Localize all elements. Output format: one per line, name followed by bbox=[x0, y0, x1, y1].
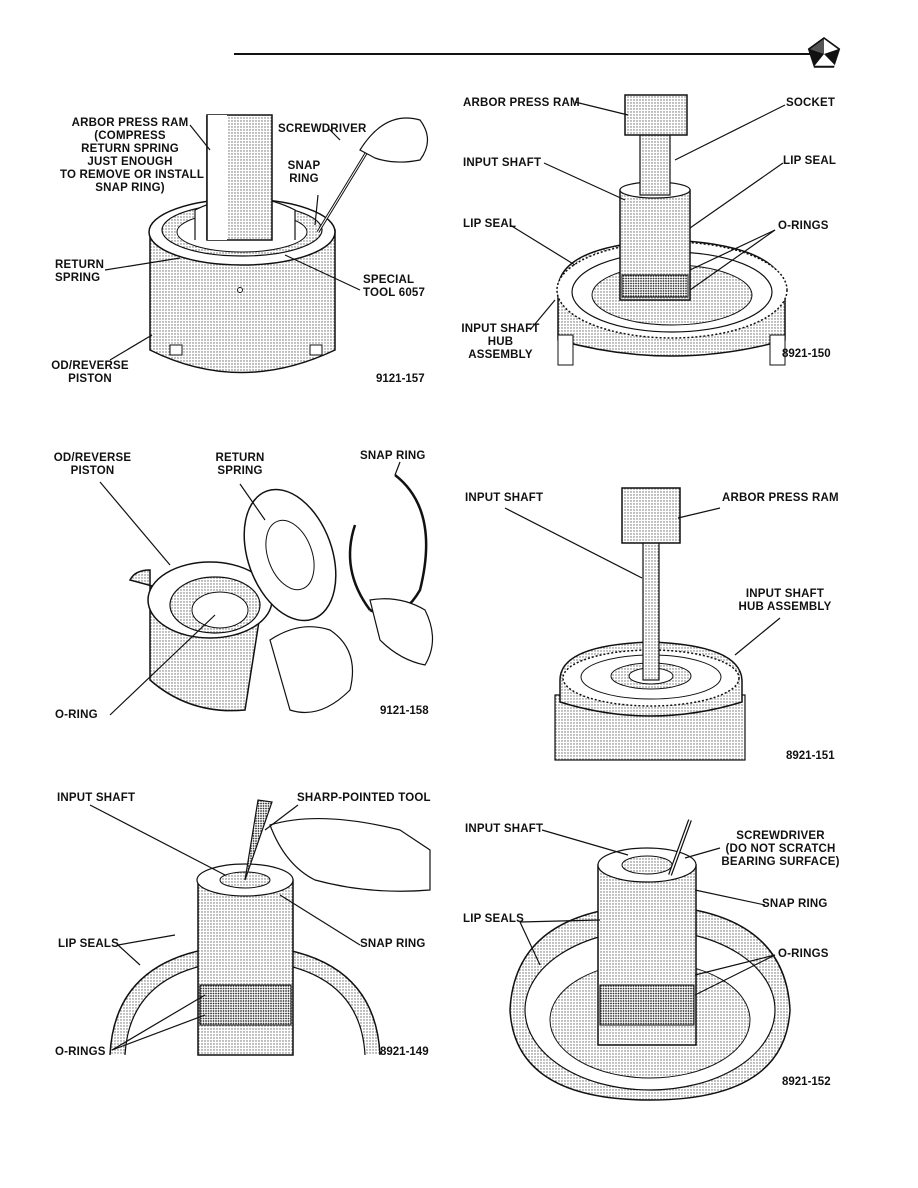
pentastar-icon bbox=[807, 37, 841, 68]
header-rule bbox=[234, 53, 814, 55]
label-arbor-press-ram: ARBOR PRESS RAM bbox=[463, 97, 580, 109]
label-lip-seal-left: LIP SEAL bbox=[463, 218, 517, 230]
figure-8921-152: INPUT SHAFT SCREWDRIVER (DO NOT SCRATCH … bbox=[450, 810, 918, 1110]
label-return-spring: RETURN SPRING bbox=[55, 259, 105, 284]
label-snap-ring: SNAP RING bbox=[762, 898, 828, 910]
label-arbor-press-ram: ARBOR PRESS RAM (COMPRESS RETURN SPRING … bbox=[60, 117, 205, 194]
label-screwdriver: SCREWDRIVER (DO NOT SCRATCH BEARING SURF… bbox=[721, 830, 840, 868]
label-arbor-press-ram: ARBOR PRESS RAM bbox=[722, 492, 839, 504]
label-lip-seal-right: LIP SEAL bbox=[783, 155, 837, 167]
label-sharp-pointed-tool: SHARP-POINTED TOOL bbox=[297, 792, 431, 804]
label-snap-ring: SNAP RING bbox=[360, 450, 426, 462]
label-socket: SOCKET bbox=[786, 97, 836, 109]
snap-ring-removal-tool-illustration bbox=[89, 799, 431, 1056]
input-shaft-press-illustration bbox=[504, 487, 781, 761]
label-snap-ring: SNAP RING bbox=[360, 938, 426, 950]
label-input-shaft: INPUT SHAFT bbox=[465, 492, 544, 504]
figure-8921-151: INPUT SHAFT ARBOR PRESS RAM INPUT SHAFT … bbox=[450, 470, 918, 770]
label-input-shaft: INPUT SHAFT bbox=[463, 157, 542, 169]
figure-number: 9121-158 bbox=[380, 705, 429, 717]
label-lip-seals: LIP SEALS bbox=[463, 913, 525, 925]
return-spring-compress-illustration bbox=[104, 114, 429, 374]
label-input-shaft-hub-assembly: INPUT SHAFT HUB ASSEMBLY bbox=[461, 323, 540, 361]
figure-9121-158: OD/REVERSE PISTON RETURN SPRING SNAP RIN… bbox=[0, 400, 450, 730]
label-o-rings: O-RINGS bbox=[55, 1046, 106, 1058]
figure-number: 9121-157 bbox=[376, 373, 425, 385]
figure-number: 8921-152 bbox=[782, 1076, 831, 1088]
label-input-shaft: INPUT SHAFT bbox=[57, 792, 136, 804]
label-screwdriver: SCREWDRIVER bbox=[278, 123, 367, 135]
figure-number: 8921-150 bbox=[782, 348, 831, 360]
figure-number: 8921-151 bbox=[786, 750, 835, 762]
figure-number: 8921-149 bbox=[380, 1046, 429, 1058]
label-o-ring: O-RING bbox=[55, 709, 98, 721]
label-return-spring: RETURN SPRING bbox=[215, 452, 265, 477]
label-od-reverse-piston: OD/REVERSE PISTON bbox=[53, 452, 132, 477]
label-input-shaft: INPUT SHAFT bbox=[465, 823, 544, 835]
label-o-rings: O-RINGS bbox=[778, 948, 829, 960]
input-shaft-snap-ring-illustration bbox=[509, 819, 791, 1101]
label-snap-ring: SNAP RING bbox=[287, 160, 321, 185]
figure-8921-149: INPUT SHAFT SHARP-POINTED TOOL LIP SEALS… bbox=[0, 770, 450, 1070]
figure-8921-150: ARBOR PRESS RAM SOCKET INPUT SHAFT LIP S… bbox=[450, 0, 918, 400]
figure-9121-157: ARBOR PRESS RAM (COMPRESS RETURN SPRING … bbox=[0, 0, 450, 400]
lip-seal-install-illustration bbox=[509, 94, 788, 366]
label-special-tool: SPECIAL TOOL 6057 bbox=[363, 274, 426, 299]
label-od-reverse-piston: OD/REVERSE PISTON bbox=[51, 360, 129, 385]
label-lip-seals: LIP SEALS bbox=[58, 938, 120, 950]
return-spring-removal-illustration bbox=[99, 461, 434, 716]
label-input-shaft-hub-assembly: INPUT SHAFT HUB ASSEMBLY bbox=[738, 588, 832, 613]
label-o-rings: O-RINGS bbox=[778, 220, 829, 232]
